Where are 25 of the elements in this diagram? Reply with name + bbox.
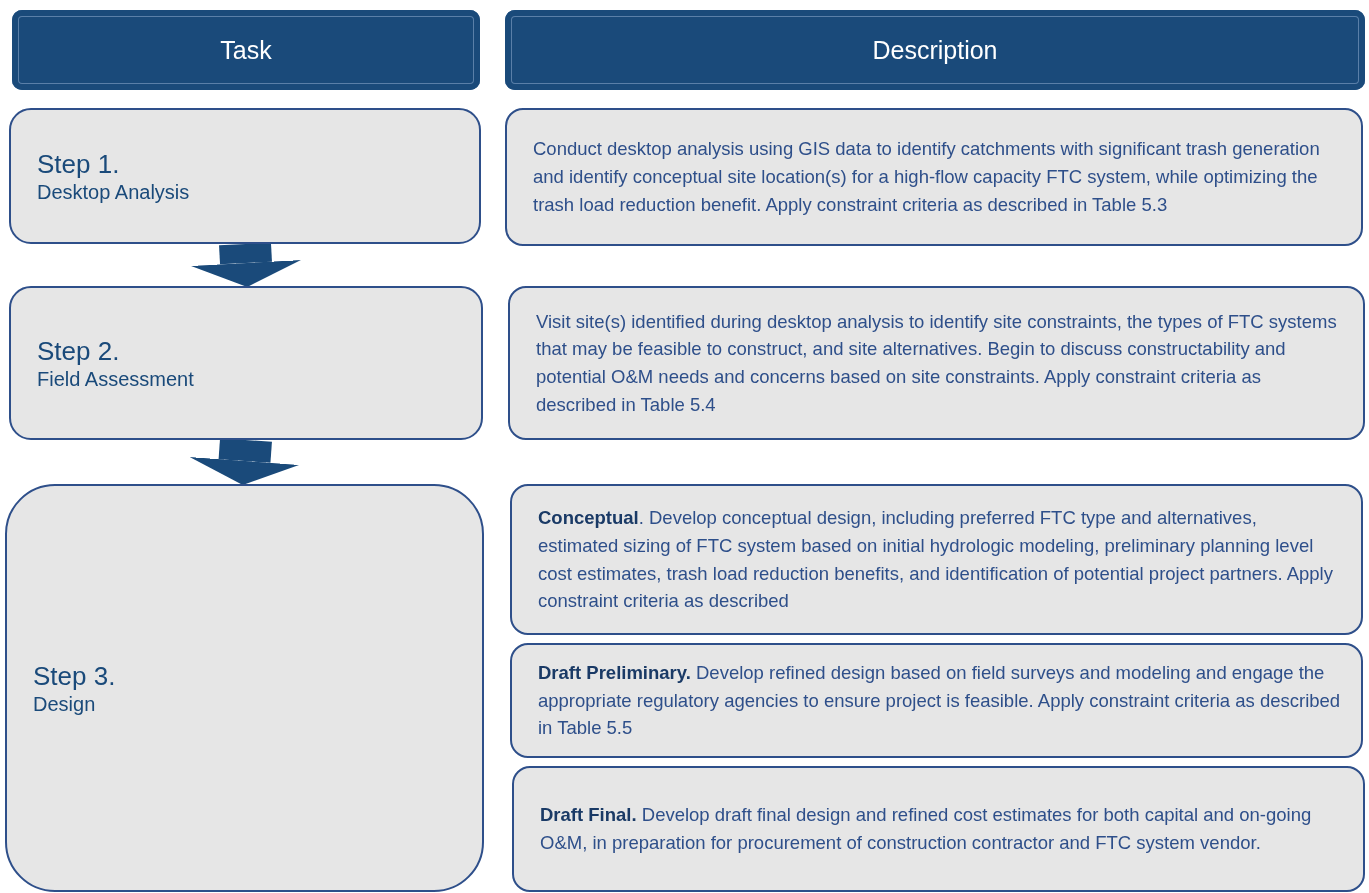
description-box [512,766,1365,892]
header-text: Task [220,35,272,65]
step-title: Step 1. [37,147,121,181]
step-subtitle: Design [33,693,97,717]
block-arrow [189,438,300,485]
column-header [12,10,480,90]
description-text: Conceptual. Develop conceptual design, including preferred FTC type and alternatives, estimated sizing of FTC system based on initial hydrologic modeling, preliminary planning level cost estimates, trash load reduction benefits, and identification of potential project partners. Apply constraint criteria as described [538,506,1334,614]
description-box [510,643,1363,758]
description-text: Conduct desktop analysis using GIS data to identify catchments with significant trash generation and identify conceptual site location(s) for a high-flow capacity FTC system, while optimizing the trash load reduction benefit. Apply constraint criteria as described in Table 5.3 [533,137,1321,217]
step-box [5,484,484,892]
description-box [510,484,1363,635]
step-subtitle: Desktop Analysis [37,181,191,205]
step-box [9,286,483,440]
step-title: Step 2. [37,334,121,368]
description-text: Draft Preliminary. Develop refined design based on field surveys and modeling and engage the appropriate regulatory agencies to ensure project is feasible. Apply constraint criteria as described in Table 5.5 [538,660,1341,741]
step-subtitle: Field Assessment [37,368,195,392]
header-text: Description [872,35,998,65]
column-header [505,10,1365,90]
step-title: Step 3. [33,659,117,693]
step-box [9,108,481,244]
description-box [505,108,1363,246]
description-text: Draft Final. Develop draft final design and refined cost estimates for both capital and on-going O&M, in preparation for procurement of construction contractor and FTC system vendor. [540,803,1313,855]
description-box [508,286,1365,440]
block-arrow [191,242,301,287]
description-text: Visit site(s) identified during desktop analysis to identify site constraints, the types of FTC systems that may be feasible to construct, and site alternatives. Begin to discuss constructability and potential O&M needs and concerns based on site constraints. Apply constraint criteria as described in Table 5.4 [536,309,1338,417]
